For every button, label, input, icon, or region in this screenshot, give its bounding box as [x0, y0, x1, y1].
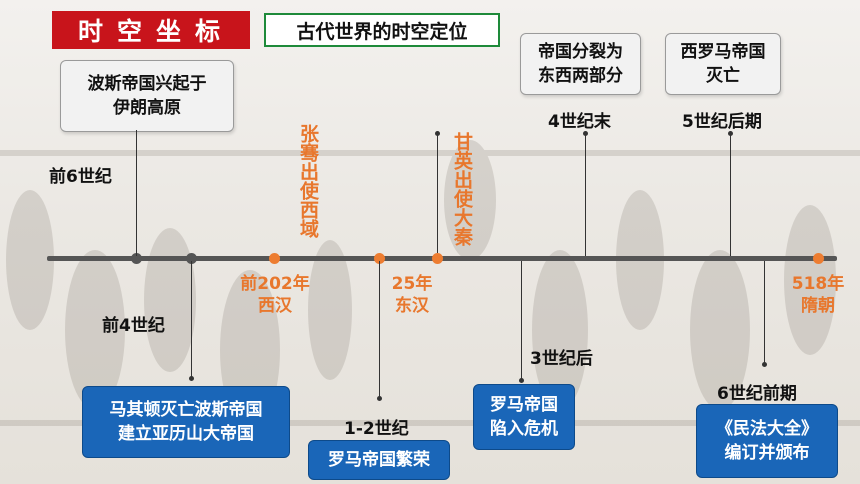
- rome-crisis-time-label: 3世纪后: [530, 349, 593, 369]
- timeline-dot-4th-bc: [186, 253, 197, 264]
- persia-time-label: 前6世纪: [49, 167, 112, 187]
- donghan-label: 25年 东汉: [391, 274, 433, 316]
- macedon-stem: [189, 261, 194, 381]
- split-stem: [583, 131, 588, 256]
- timeline-dot-sui: [813, 253, 824, 264]
- rome-prosper-event-box: 罗马帝国繁荣: [308, 440, 450, 480]
- page-subtitle: 古代世界的时空定位: [264, 13, 500, 47]
- persia-stem: [136, 130, 137, 256]
- wrome-time-label: 5世纪后期: [682, 112, 762, 132]
- wrome-stem: [728, 131, 733, 256]
- rome-crisis-stem: [519, 261, 524, 383]
- macedon-time-label: 前4世纪: [102, 316, 165, 336]
- civil-law-event-box: 《民法大全》 编订并颁布: [696, 404, 838, 478]
- rome-crisis-event-box: 罗马帝国 陷入危机: [473, 384, 575, 450]
- timeline-dot-6th-bc: [131, 253, 142, 264]
- split-event-box: 帝国分裂为 东西两部分: [520, 33, 641, 95]
- timeline-dot-xihan: [269, 253, 280, 264]
- gan-ying-label: 甘英出使大秦: [451, 132, 473, 246]
- sui-label: 518年 隋朝: [791, 274, 845, 316]
- timeline-dot-gan-ying: [432, 253, 443, 264]
- xihan-label: 前202年 西汉: [240, 274, 310, 316]
- rome-prosper-time-label: 1-2世纪: [344, 419, 409, 439]
- macedon-event-box: 马其顿灭亡波斯帝国 建立亚历山大帝国: [82, 386, 290, 458]
- civil-law-stem: [762, 261, 767, 367]
- page-title: 时空坐标: [52, 11, 250, 49]
- wrome-event-box: 西罗马帝国 灭亡: [665, 33, 781, 95]
- persia-event-box: 波斯帝国兴起于 伊朗高原: [60, 60, 234, 132]
- split-time-label: 4世纪末: [548, 112, 611, 132]
- civil-law-time-label: 6世纪前期: [717, 384, 797, 404]
- timeline-dot-donghan: [374, 253, 385, 264]
- gan-ying-stem: [435, 131, 440, 253]
- zhang-qian-label: 张骞出使西域: [297, 124, 319, 238]
- rome-prosper-stem: [377, 261, 382, 401]
